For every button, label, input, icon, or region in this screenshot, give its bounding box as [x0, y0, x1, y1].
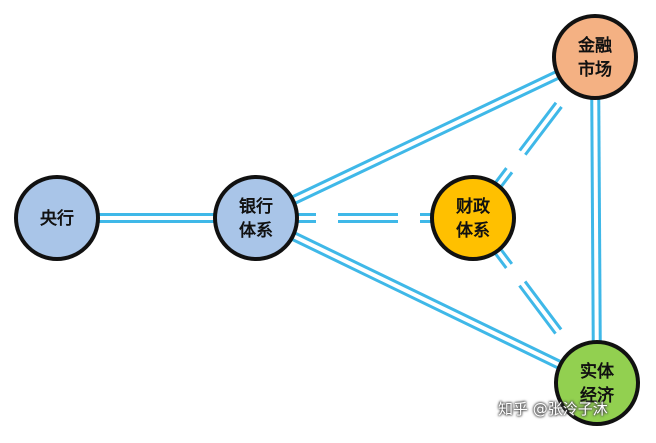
edge-banking-financial-market	[253, 52, 598, 223]
node-label: 实体	[580, 361, 615, 382]
node-circle	[213, 175, 299, 261]
node-label: 体系	[456, 220, 490, 241]
node-label: 财政	[455, 196, 491, 217]
node-circle	[430, 175, 516, 261]
edge-financial-market-real-economy	[590, 56, 602, 384]
node-label: 金融	[577, 35, 612, 56]
edge-line	[253, 52, 595, 217]
edge-line	[596, 56, 602, 383]
node-label: 市场	[578, 59, 612, 80]
edge-line	[256, 213, 600, 382]
node-central-bank: 央行	[14, 175, 100, 261]
edges	[57, 52, 602, 388]
edge-line	[590, 57, 596, 384]
node-circle	[554, 340, 640, 426]
node-label: 经济	[580, 385, 615, 406]
node-label: 体系	[239, 220, 273, 241]
node-circle	[552, 14, 638, 100]
edge-line	[253, 219, 597, 388]
edge-banking-real-economy	[253, 213, 600, 388]
watermark: 知乎 @张泠子沐	[498, 400, 608, 418]
edge-line	[256, 58, 598, 223]
node-label: 央行	[40, 208, 74, 229]
node-circle	[14, 175, 100, 261]
node-label: 银行	[239, 196, 273, 217]
